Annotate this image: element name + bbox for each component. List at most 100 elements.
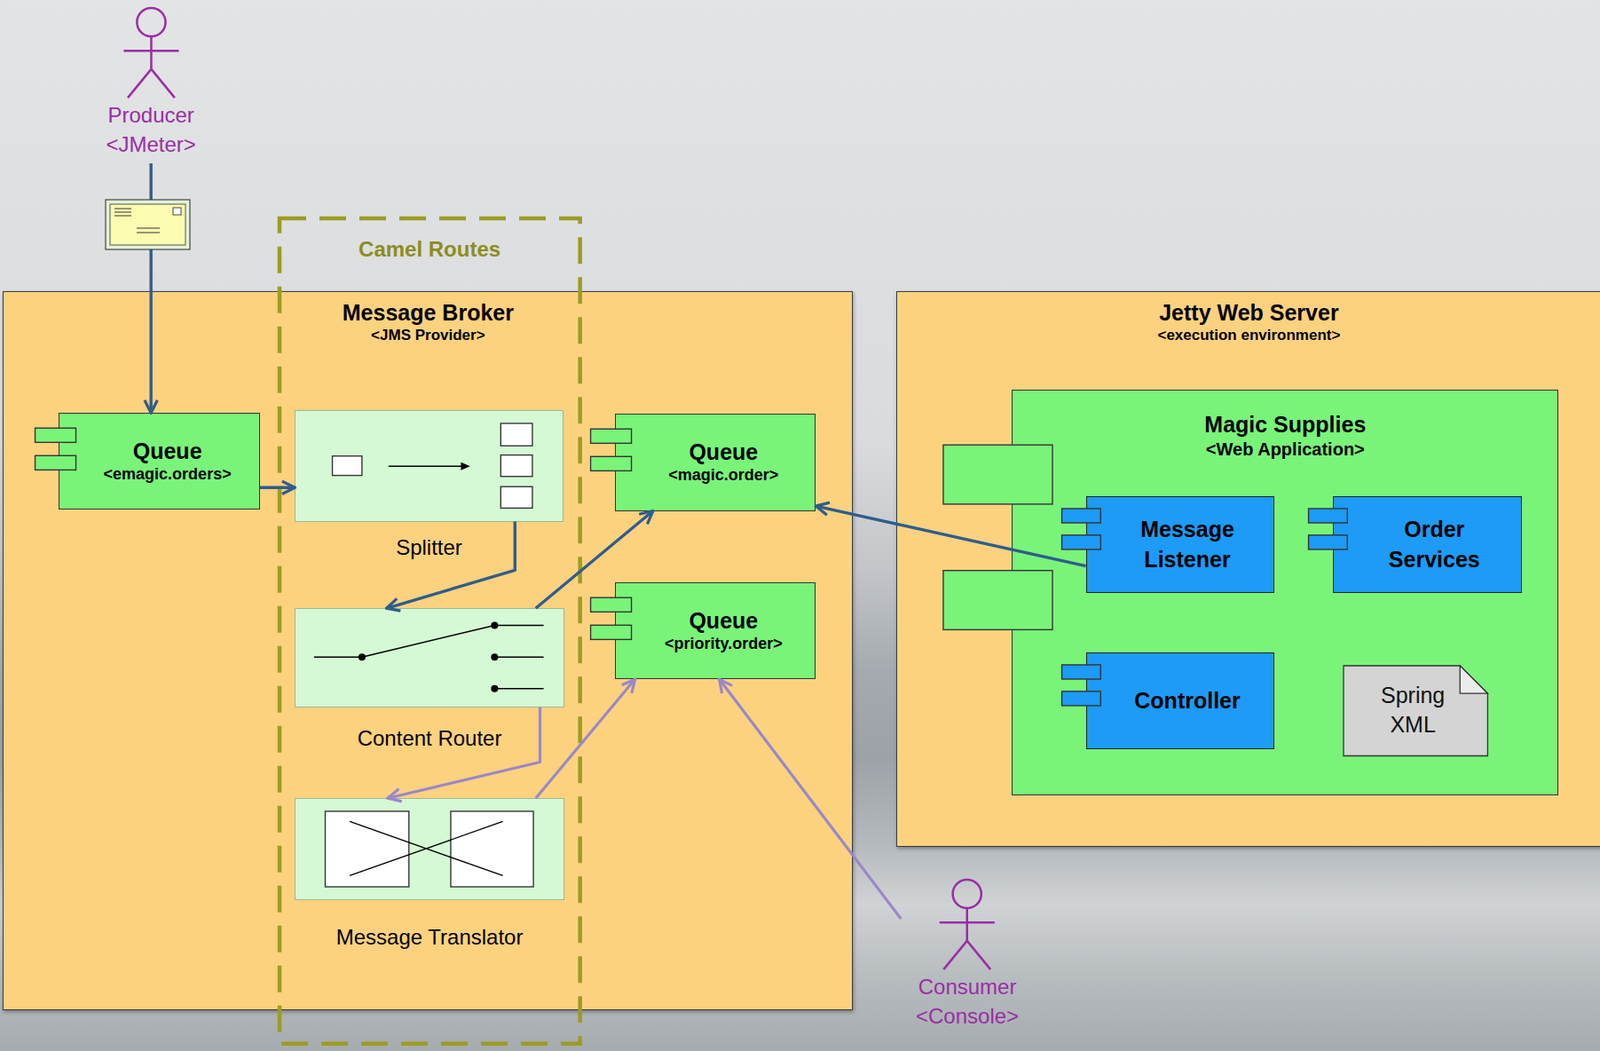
symbol-line [123, 49, 179, 53]
stick-figure [123, 7, 179, 98]
content-router-box: Content Router [294, 607, 565, 708]
stereotype-label: <priority.order> [664, 633, 783, 655]
web-app-box: Magic Supplies<Web Application>Message L… [1011, 389, 1559, 797]
node-shape [1085, 495, 1275, 592]
connector [535, 678, 636, 798]
server-box: Jetty Web Server<execution environment>M… [896, 291, 1600, 848]
symbol-line [127, 69, 151, 98]
node-title: Queue [688, 438, 758, 466]
node-title: Producer [107, 100, 194, 131]
component-tabs [1062, 508, 1102, 550]
symbol-line [349, 821, 503, 876]
splitter-box: Splitter [294, 409, 563, 521]
component-tab [591, 624, 632, 639]
component-tabs [591, 428, 632, 471]
node-title: Controller [1134, 685, 1240, 717]
component-tabs [34, 427, 76, 470]
component-tabs [943, 444, 1053, 630]
symbol-line [388, 465, 464, 467]
connector [719, 678, 902, 919]
connector [535, 511, 654, 609]
component-tab [1062, 664, 1102, 679]
envelope-lines [114, 208, 160, 233]
component-tab [1308, 508, 1348, 523]
message-box [501, 486, 534, 508]
node-title: Consumer [918, 971, 1017, 1002]
symbol-line [939, 921, 995, 924]
symbol-arrow [461, 462, 471, 471]
format-box [325, 811, 410, 887]
message-box [501, 455, 534, 477]
symbol-line [362, 625, 495, 658]
component-tab [1062, 691, 1102, 706]
component-tab [591, 456, 632, 471]
node-title: Order Services [1365, 514, 1504, 576]
envelope-frame [105, 199, 190, 250]
node-title: Queue [688, 606, 758, 634]
node-shape [1332, 495, 1522, 592]
component-tab [943, 570, 1053, 631]
component-tabs [1308, 508, 1348, 550]
document-outline [1343, 665, 1488, 756]
message-envelope-icon [104, 198, 191, 251]
component-tab [34, 427, 76, 442]
stereotype-label: <Console> [915, 1000, 1019, 1032]
symbol-line [314, 656, 363, 658]
connector-group [150, 163, 1086, 919]
node-title: Magic Supplies [1204, 410, 1366, 438]
symbol-line [149, 36, 153, 70]
symbol-line [495, 624, 544, 626]
envelope-body [110, 204, 186, 245]
node-title: Message Broker [342, 299, 514, 326]
node-title: Jetty Web Server [1158, 299, 1339, 326]
component-box: Controller [1086, 652, 1276, 749]
queue-box: Queue<priority.order> [614, 582, 817, 679]
translator-symbol [325, 811, 535, 887]
switch-dot [491, 685, 499, 693]
component-tab [1062, 508, 1102, 523]
component-tab [1308, 535, 1348, 550]
node-title: Queue [133, 437, 203, 465]
symbol-line [150, 69, 174, 98]
component-tab [1062, 535, 1102, 550]
label-holder: Splitter [295, 535, 562, 561]
component-box: Message Listener [1086, 496, 1276, 593]
stereotype-label: <JMS Provider> [370, 325, 486, 347]
component-tab [591, 597, 632, 612]
queue-box: Queue<emagic.orders> [58, 412, 261, 510]
component-tab [34, 455, 76, 470]
stereotype-label: <JMeter> [105, 129, 196, 160]
stereotype-label: <magic.order> [668, 465, 779, 486]
document-shape: Spring XML [1342, 664, 1489, 757]
stick-figure [939, 879, 995, 970]
component-tabs [1062, 664, 1102, 706]
connector [387, 707, 541, 798]
label-holder: Message Translator [295, 924, 564, 951]
message-box [332, 456, 363, 476]
actor-figure: Consumer<Console> [900, 873, 1033, 1035]
pattern-label: Message Translator [295, 924, 564, 951]
format-box [450, 811, 534, 887]
connector [815, 505, 1086, 567]
node-title: Message Listener [1118, 514, 1256, 576]
switch-dot [491, 653, 499, 661]
splitter-symbol [332, 423, 533, 508]
document-fold [1460, 665, 1489, 694]
node-shape [294, 409, 563, 521]
node-shape [294, 797, 565, 900]
symbol-line [967, 940, 991, 970]
connector [386, 521, 516, 609]
dashed-outline [279, 218, 581, 1044]
component-tabs [591, 597, 632, 639]
pattern-label: Content Router [295, 725, 564, 752]
stereotype-label: <emagic.orders> [103, 464, 232, 485]
node-title: Spring XML [1362, 680, 1465, 741]
queue-box: Queue<magic.order> [614, 413, 817, 511]
symbol-line [944, 940, 968, 970]
label-holder: Content Router [295, 725, 564, 752]
node-shape [294, 607, 565, 708]
actor-head [953, 879, 982, 908]
